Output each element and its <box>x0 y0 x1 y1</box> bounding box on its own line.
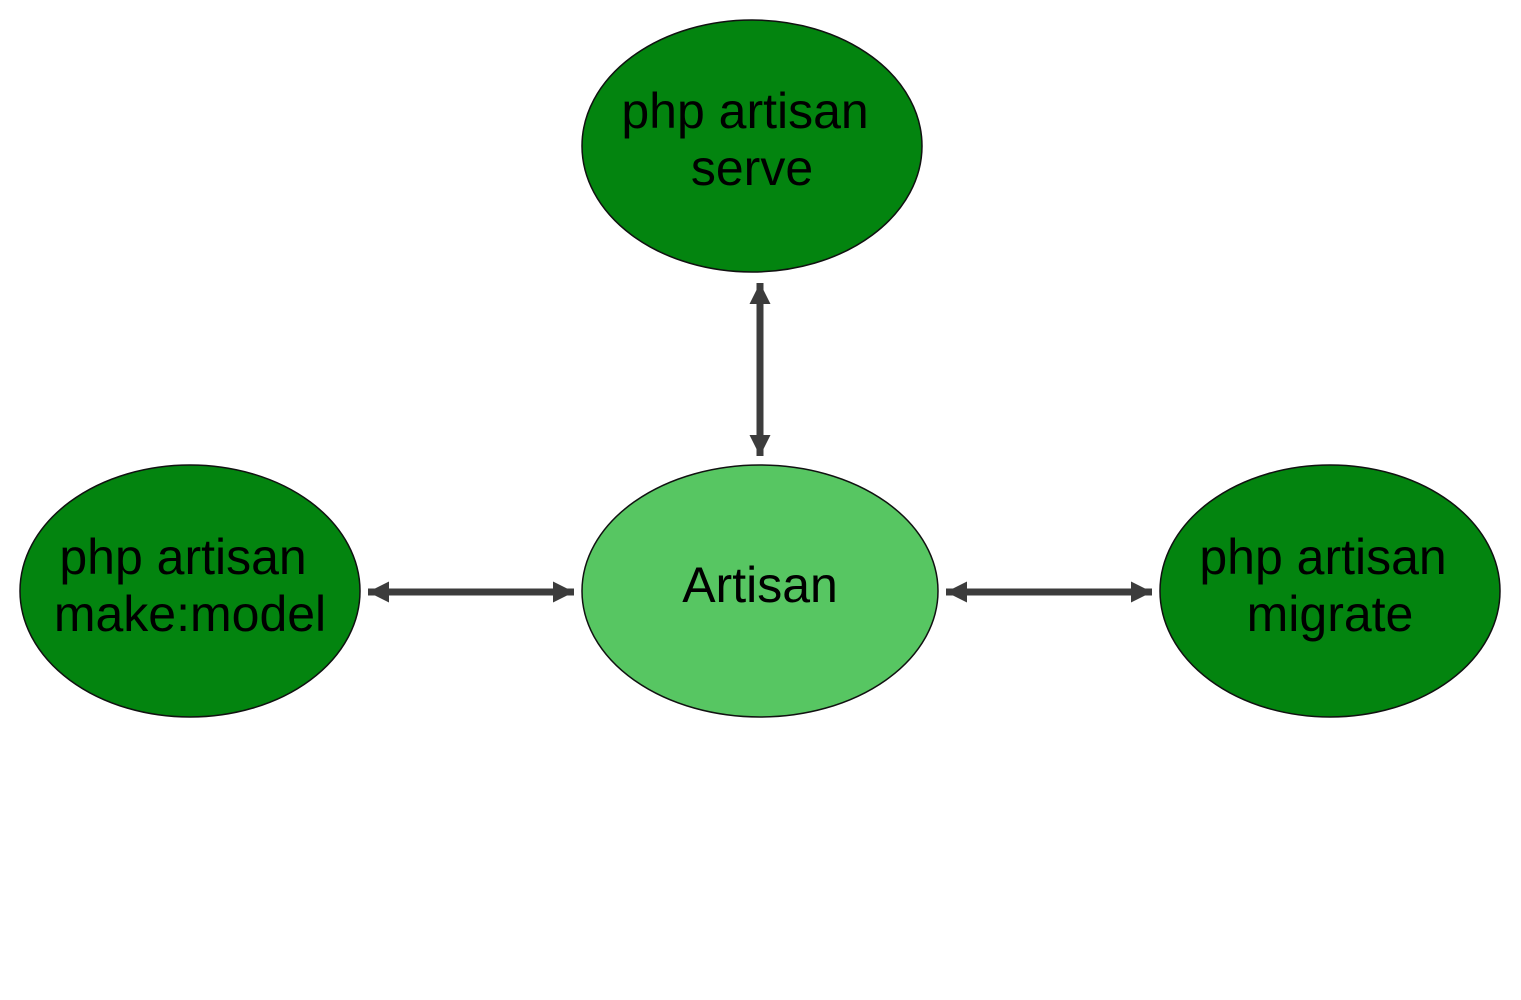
node-migrate-label: php artisan migrate <box>1199 529 1460 642</box>
connectors <box>368 283 1152 603</box>
node-artisan-shape <box>581 464 939 718</box>
node-make-model-label: php artisan make:model <box>54 529 326 642</box>
node-artisan: Artisan <box>581 464 939 718</box>
node-serve-label-line2: serve <box>691 140 813 196</box>
node-serve-label-line1: php artisan <box>621 83 868 139</box>
node-migrate-label-line1: php artisan <box>1199 529 1446 585</box>
node-serve-label: php artisan serve <box>621 83 882 196</box>
node-serve: php artisan serve <box>581 19 923 273</box>
node-migrate-label-line2: migrate <box>1247 586 1414 642</box>
node-make-model: php artisan make:model <box>19 464 361 718</box>
node-migrate: php artisan migrate <box>1159 464 1501 718</box>
node-artisan-label-line1: Artisan <box>682 557 838 613</box>
node-make-model-shape <box>19 464 361 718</box>
node-artisan-label: Artisan <box>682 557 838 613</box>
node-serve-shape <box>581 19 923 273</box>
node-migrate-shape <box>1159 464 1501 718</box>
node-make-model-label-line2: make:model <box>54 586 326 642</box>
node-make-model-label-line1: php artisan <box>59 529 306 585</box>
